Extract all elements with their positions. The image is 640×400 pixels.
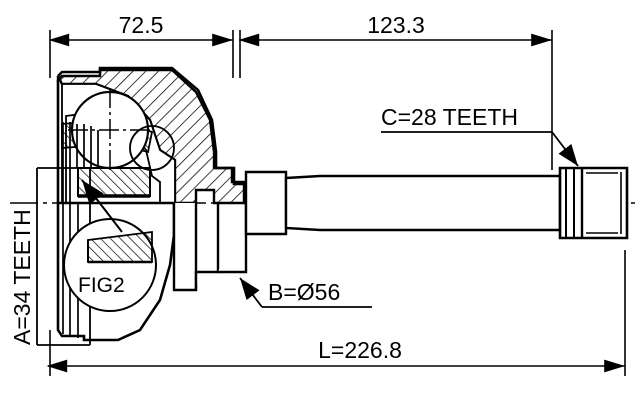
dimension-overall-label: L=226.8 xyxy=(318,337,402,363)
annotation-outer-spline: C=28 TEETH xyxy=(381,104,579,167)
inner-spline-label: A=34 TEETH xyxy=(9,209,35,345)
inner-spline-teeth xyxy=(62,122,99,203)
boot-diameter-label: B=Ø56 xyxy=(268,279,340,305)
dimension-72-5-label: 72.5 xyxy=(119,12,164,38)
dimension-overall-length: L=226.8 xyxy=(46,337,625,373)
drive-shaft xyxy=(244,166,629,240)
dimension-123-3-label: 123.3 xyxy=(367,12,425,38)
annotation-boot-diameter: B=Ø56 xyxy=(239,277,372,308)
detail-callout-fig2: FIG2 xyxy=(63,179,157,312)
outer-spline-label: C=28 TEETH xyxy=(381,104,518,130)
dimension-123-3: 123.3 xyxy=(238,12,552,47)
housing-outline-upper xyxy=(56,66,248,203)
dimension-72-5: 72.5 xyxy=(48,12,233,47)
detail-callout-label: FIG2 xyxy=(78,274,125,297)
